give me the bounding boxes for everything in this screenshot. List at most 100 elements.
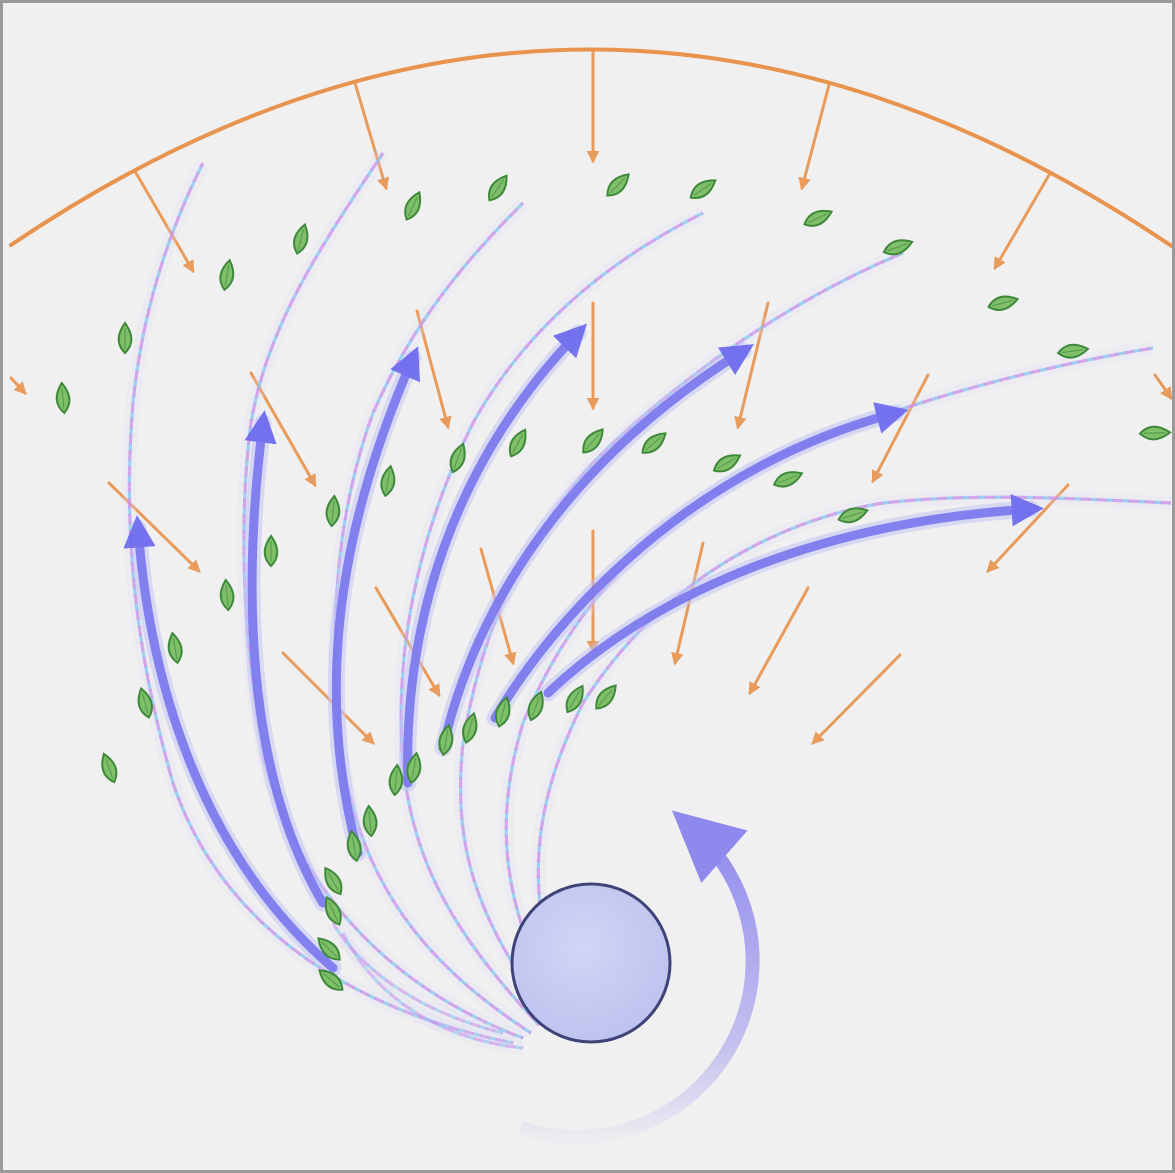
leaf-icon-24	[219, 578, 235, 612]
leaf-vein	[225, 584, 229, 607]
leaf-vein	[61, 387, 65, 410]
leaf-icon-34	[388, 763, 404, 797]
leaf-vein	[328, 901, 339, 922]
leaf-vein	[1062, 349, 1083, 354]
leaf-vein	[224, 265, 230, 286]
leaf-icon-15	[508, 428, 527, 458]
leaf-vein	[693, 182, 712, 196]
leaf-icon-11	[987, 295, 1020, 312]
flow-arrow-line	[438, 344, 755, 753]
orange-arrow-21	[1153, 373, 1172, 401]
leaf-icon-33	[461, 711, 478, 744]
leaf-vein	[331, 500, 335, 523]
rotation-arrow-group	[518, 810, 760, 1145]
leaf-vein	[411, 758, 417, 779]
strand-violet	[127, 162, 514, 1045]
leaf-vein	[321, 941, 338, 958]
leaf-vein	[645, 436, 663, 451]
leaf-icon-29	[527, 690, 544, 722]
leaf-icon-18	[712, 454, 742, 473]
leaf-icon-4	[292, 222, 309, 255]
leaf-icon-6	[487, 174, 508, 202]
leaf-vein	[351, 836, 357, 857]
leaf-icon-1	[55, 381, 71, 415]
orange-arrow-11	[249, 371, 317, 488]
strand-violet	[536, 495, 1172, 996]
leaf-icon-31	[595, 684, 617, 710]
leaf-icon-7	[606, 173, 630, 197]
leaf-vein	[887, 243, 908, 252]
leaf-vein	[609, 177, 626, 194]
leaf-icon-32	[438, 723, 454, 757]
leaf-vein	[407, 196, 418, 217]
leaf-vein	[466, 718, 474, 739]
leaf-icon-2	[117, 321, 133, 355]
leaf-vein	[443, 730, 449, 751]
leaf-vein	[585, 432, 600, 450]
leaf-vein	[297, 229, 305, 250]
flow-arrow-6	[486, 402, 909, 727]
central-hub	[510, 882, 672, 1044]
leaf-icon-21	[380, 464, 396, 498]
leaf-icon-3	[219, 258, 235, 292]
leaf-icon-25	[167, 631, 183, 665]
strand-glow	[394, 206, 707, 1030]
orange-boundary-arc	[9, 47, 1172, 249]
leaf-icon-28	[494, 695, 511, 728]
vortex-diagram	[9, 47, 1172, 1145]
leaf-icon-37	[362, 804, 378, 838]
flow-arrow-line	[331, 346, 421, 858]
leaf-icon-16	[582, 428, 604, 454]
strand-violet	[331, 922, 504, 1035]
strand-violet	[341, 932, 524, 1050]
leaf-vein	[842, 511, 863, 519]
strand-blue	[242, 152, 524, 1040]
strand-violet	[459, 251, 904, 1016]
orange-inward-arrows	[9, 49, 1172, 745]
leaf-icon-35	[406, 751, 422, 785]
leaf-vein	[531, 696, 540, 717]
leaf-vein	[568, 690, 581, 709]
leaf-icon-26	[137, 686, 154, 719]
leaf-vein	[327, 872, 340, 891]
blue-curved-flow-arrows	[123, 323, 1044, 977]
leaf-icon-39	[324, 895, 342, 926]
leaf-vein	[992, 299, 1013, 307]
leaf-icon-41	[318, 969, 344, 991]
central-circle	[510, 882, 672, 1044]
outer-arc	[9, 47, 1172, 249]
leaf-vein	[322, 973, 340, 988]
leaf-vein	[105, 758, 114, 779]
flow-arrow-line	[543, 494, 1044, 698]
leaf-vein	[368, 810, 372, 833]
leaf-icon-19	[772, 471, 804, 488]
flow-arrow-3	[327, 346, 422, 862]
strand-violet	[399, 211, 704, 1027]
leaf-vein	[717, 457, 736, 470]
leaf-icon-8	[689, 179, 717, 200]
leaf-icon-12	[1056, 343, 1090, 359]
leaf-icon-23	[263, 534, 279, 568]
strand-glow	[326, 919, 505, 1040]
leaf-icon-20	[837, 507, 869, 524]
orange-arrow-6	[415, 309, 452, 430]
orange-arrow-20	[9, 376, 27, 395]
leaf-vein	[499, 702, 507, 723]
green-leaf-icons	[55, 173, 1172, 991]
orange-arrow-1	[353, 81, 390, 191]
leaf-vein	[807, 213, 828, 224]
leaf-vein	[598, 688, 613, 706]
flow-arrow-line	[244, 410, 328, 908]
leaf-vein	[172, 638, 178, 659]
leaf-icon-40	[317, 937, 341, 961]
leaf-icon-10	[882, 239, 914, 256]
flow-arrow-line	[490, 402, 909, 723]
flow-arrow-5	[434, 342, 755, 757]
flow-arrow-line	[123, 515, 338, 973]
leaf-vein	[385, 471, 391, 492]
rotation-arrow	[518, 810, 760, 1145]
strand-glow	[531, 490, 1172, 998]
leaf-icon-9	[803, 209, 834, 227]
leaf-vein	[394, 769, 398, 792]
